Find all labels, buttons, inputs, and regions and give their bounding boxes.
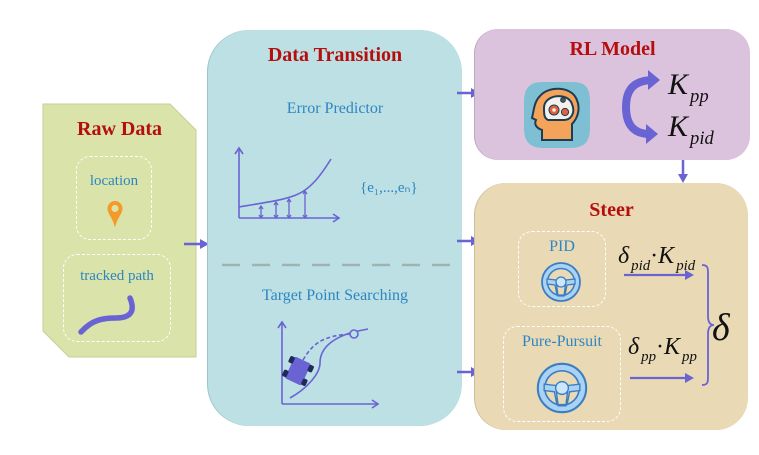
rl-model-panel: [475, 29, 750, 160]
target-point-searching-label: Target Point Searching: [261, 287, 409, 304]
arrow-rl-to-steer: [678, 160, 688, 183]
steer-panel: [475, 183, 748, 430]
delta-pp-subscript: pp: [641, 348, 657, 365]
data-transition-title: Data Transition: [267, 44, 403, 66]
error-predictor-label: Error Predictor: [286, 100, 384, 117]
steer-title: Steer: [589, 199, 634, 221]
tracked-path-box: [63, 254, 171, 342]
tracked-path-label: tracked path: [80, 268, 154, 284]
sum-brace: [701, 264, 715, 386]
pid-label: PID: [549, 238, 575, 255]
k-pid-subscript: pid: [676, 257, 696, 274]
arrow-raw-to-transition: [184, 239, 209, 249]
location-box: [76, 156, 152, 240]
feedback-arrows-icon: [621, 70, 660, 144]
multiply-dot: ·: [650, 243, 659, 269]
pure-pursuit-controller-box: [503, 326, 621, 422]
data-transition-panel: [208, 30, 462, 426]
k-pp-subscript: pp: [682, 348, 697, 365]
path-curve-icon: [78, 295, 135, 335]
error-curve-chart-icon: [234, 146, 341, 223]
rl-model-title: RL Model: [569, 38, 656, 60]
delta-pp-symbol: δ: [628, 334, 640, 360]
section-divider: [222, 263, 450, 267]
k-pid-symbol: K: [668, 110, 689, 143]
vehicle-target-path-icon: [277, 320, 380, 409]
map-pin-icon: [107, 201, 123, 228]
pure-pursuit-label: Pure-Pursuit: [522, 333, 602, 350]
arrow-pid-term: [624, 270, 694, 280]
steering-wheel-icon: [536, 362, 588, 414]
k-pp-subscript: pp: [690, 86, 709, 108]
delta-pid-symbol: δ: [618, 243, 630, 269]
arrow-pp-term: [630, 373, 694, 383]
k-pid-symbol: K: [658, 243, 675, 269]
brain-gears-icon: [524, 82, 590, 148]
k-pid-subscript: pid: [690, 128, 714, 150]
error-set-label: {e₁,...,eₙ}: [360, 180, 418, 196]
steer-output-delta: δ: [712, 307, 730, 349]
multiply-dot: ·: [656, 334, 665, 360]
raw-data-title: Raw Data: [77, 118, 162, 140]
delta-pid-subscript: pid: [631, 257, 651, 274]
location-label: location: [89, 173, 139, 189]
pid-controller-box: [518, 231, 606, 307]
k-pp-symbol: K: [664, 334, 681, 360]
steering-wheel-icon: [541, 262, 581, 302]
k-pp-symbol: K: [668, 68, 689, 101]
